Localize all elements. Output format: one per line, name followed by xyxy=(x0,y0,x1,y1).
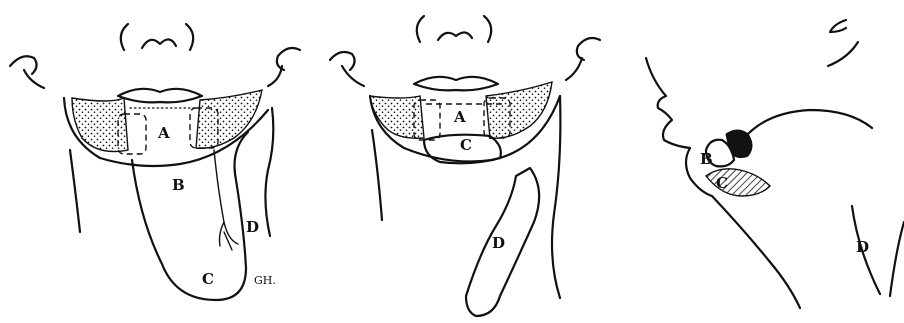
head-back-curve xyxy=(748,110,872,134)
mouth xyxy=(414,77,498,91)
label-c: C xyxy=(716,174,728,192)
shoulder-outline xyxy=(890,222,904,296)
neck-left-outline xyxy=(70,150,80,232)
ear-left xyxy=(10,56,44,88)
panel-1-front-view-long-flap: A B D C GH. xyxy=(10,24,300,300)
nose-outline xyxy=(417,16,491,42)
neck-right-outline xyxy=(552,96,560,298)
label-c: C xyxy=(202,270,214,288)
neck-right-outline xyxy=(265,108,273,236)
label-d: D xyxy=(856,238,869,256)
neck-front-outline xyxy=(712,196,800,308)
neck-left-outline xyxy=(372,130,382,220)
ear-right xyxy=(268,48,300,86)
stippled-defect-right xyxy=(196,90,262,148)
label-b: B xyxy=(172,176,185,194)
label-d: D xyxy=(246,218,259,236)
panel-3-side-view: B C D xyxy=(646,20,904,308)
panel-2-front-view-rotated-flap: A C D xyxy=(330,16,600,316)
label-d: D xyxy=(492,234,505,252)
nose-outline xyxy=(121,24,193,50)
label-b: B xyxy=(700,150,713,168)
mouth xyxy=(118,89,202,103)
label-a: A xyxy=(453,108,466,126)
ear-right xyxy=(828,20,858,66)
artist-signature: GH. xyxy=(254,274,276,287)
label-a: A xyxy=(157,124,170,142)
face-profile xyxy=(646,58,690,148)
ear-left xyxy=(330,52,364,86)
label-c: C xyxy=(460,136,472,154)
panel-1-labels: A B D C GH. xyxy=(157,124,276,288)
tube-flap-outline xyxy=(132,132,248,300)
ear-right xyxy=(566,38,600,80)
